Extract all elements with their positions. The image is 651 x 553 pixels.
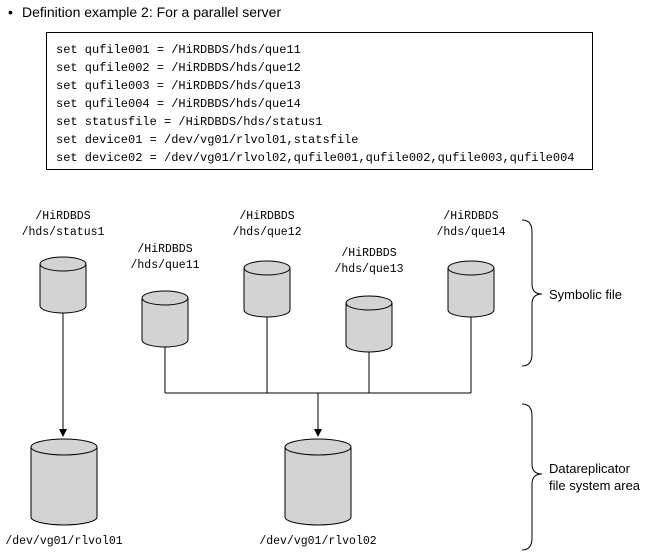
cylinder-status1 (39, 256, 87, 314)
cylinder-que13 (345, 295, 393, 353)
path-label-line: /HiRDBDS (239, 210, 295, 223)
path-label-line: /hds/que13 (334, 263, 404, 276)
path-label-line: /hds/que11 (130, 259, 200, 272)
cylinder-que11 (141, 290, 189, 348)
cylinder-que14 (447, 260, 495, 318)
brace-symbolic (521, 219, 543, 367)
symbolic-file-label: Symbolic file (549, 287, 622, 302)
cylinder-rlvol01 (30, 438, 98, 526)
path-label-line: /hds/status1 (21, 226, 105, 239)
area-label-line: file system area (549, 478, 641, 493)
path-label-que13: /HiRDBDS /hds/que13 (316, 246, 422, 278)
device-label-rlvol01: /dev/vg01/rlvol01 (5, 535, 123, 548)
area-label-line: Datareplicator (549, 461, 630, 476)
code-line: set statusfile = /HiRDBDS/hds/status1 (56, 115, 323, 129)
code-line: set qufile001 = /HiRDBDS/hds/que11 (56, 43, 301, 57)
path-label-line: /HiRDBDS (443, 210, 499, 223)
connector-lines (59, 313, 472, 437)
code-line: set qufile004 = /HiRDBDS/hds/que14 (56, 97, 301, 111)
path-label-line: /HiRDBDS (35, 210, 91, 223)
path-label-line: /HiRDBDS (137, 243, 193, 256)
code-block: set qufile001 = /HiRDBDS/hds/que11 set q… (46, 32, 593, 170)
bullet: • (8, 4, 13, 20)
path-label-que11: /HiRDBDS /hds/que11 (112, 242, 218, 274)
heading-text: Definition example 2: For a parallel ser… (22, 4, 282, 20)
code-line: set device01 = /dev/vg01/rlvol01,statsfi… (56, 133, 359, 147)
code-line: set qufile002 = /HiRDBDS/hds/que12 (56, 61, 301, 75)
code-line: set device02 = /dev/vg01/rlvol02,qufile0… (56, 151, 575, 165)
cylinder-rlvol02 (284, 438, 352, 526)
cylinder-que12 (243, 260, 291, 318)
path-label-line: /HiRDBDS (341, 247, 397, 260)
path-label-que12: /HiRDBDS /hds/que12 (214, 209, 320, 241)
path-label-status1: /HiRDBDS /hds/status1 (8, 209, 118, 241)
brace-area (521, 403, 543, 551)
device-label-rlvol02: /dev/vg01/rlvol02 (259, 535, 377, 548)
path-label-line: /hds/que12 (232, 226, 302, 239)
section-heading: • Definition example 2: For a parallel se… (8, 4, 281, 20)
path-label-que14: /HiRDBDS /hds/que14 (418, 209, 524, 241)
code-line: set qufile003 = /HiRDBDS/hds/que13 (56, 79, 301, 93)
path-label-line: /hds/que14 (436, 226, 506, 239)
area-label: Datareplicator file system area (549, 460, 640, 494)
